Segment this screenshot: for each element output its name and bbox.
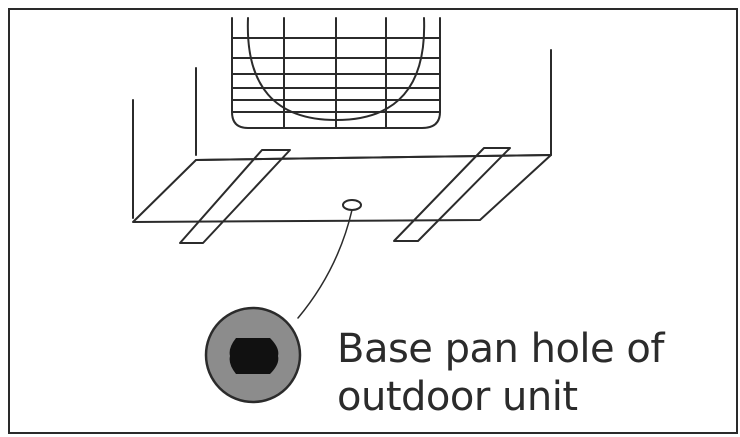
leader-line [297,209,353,319]
drain-hole-icon [229,338,279,374]
caption-line-1: Base pan hole of [337,326,664,372]
base-pan [132,154,552,223]
fan-circle-arc [246,17,426,121]
caption-line-2: outdoor unit [337,374,578,420]
left-support-strap [179,149,291,244]
right-support-strap [393,147,511,242]
base-pan-hole [342,199,362,211]
caption: Base pan hole of outdoor unit [337,325,664,421]
